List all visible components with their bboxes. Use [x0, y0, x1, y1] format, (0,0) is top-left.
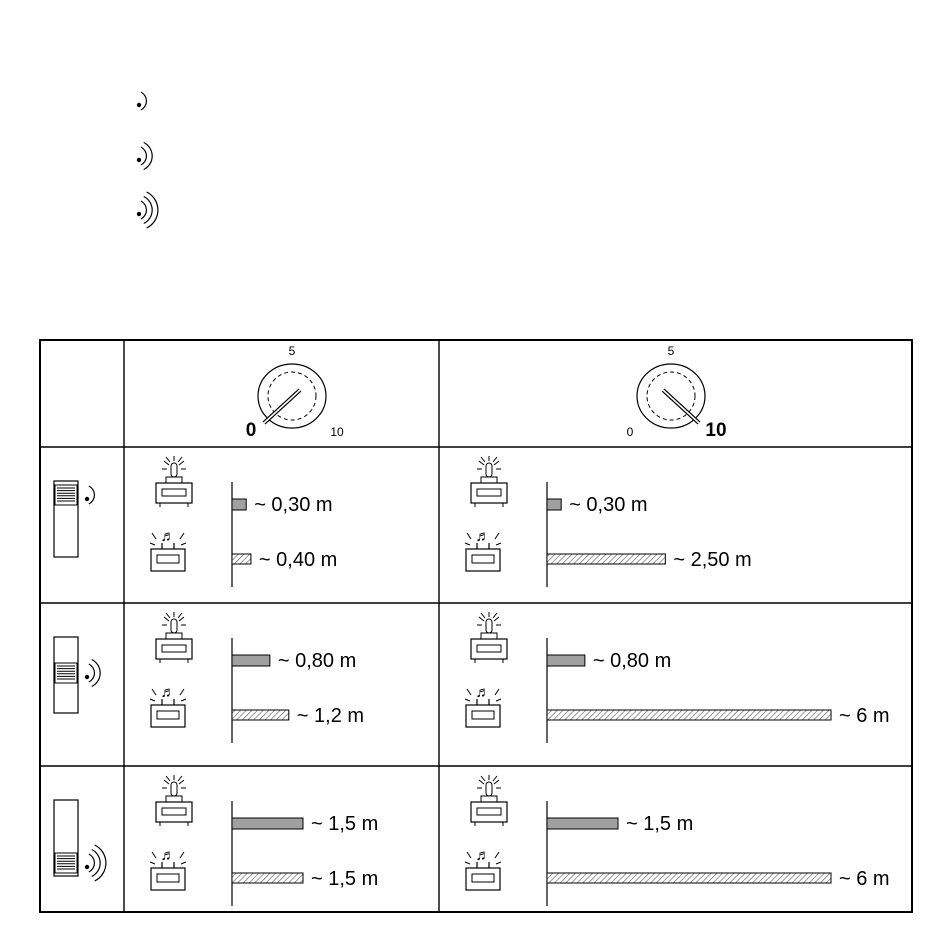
chime-receiver-icon: ♬	[150, 847, 186, 890]
dial-setting-max: 5 0 10	[627, 344, 727, 441]
chime-receiver-icon: ♬	[150, 684, 186, 727]
sound-range-bar	[547, 554, 665, 564]
music-note-icon: ♬	[161, 684, 176, 701]
chime-receiver-icon: ♬	[465, 684, 501, 727]
signal-1-icon	[85, 486, 95, 504]
music-note-icon: ♬	[476, 684, 491, 701]
dial-label-top: 5	[289, 344, 296, 358]
lamp-receiver-icon	[156, 775, 192, 826]
light-range-bar	[232, 655, 270, 666]
sound-range-label: ~ 6 m	[839, 705, 890, 727]
signal-2-icon	[85, 660, 100, 687]
transmitter-level-1	[54, 481, 94, 557]
light-range-label: ~ 0,30 m	[569, 494, 647, 516]
music-note-icon: ♬	[161, 528, 176, 545]
sound-range-bar	[547, 710, 831, 720]
range-cell: ♬ ~ 0,80 m ~ 6 m	[465, 612, 890, 743]
range-cell: ♬ ~ 1,5 m ~ 6 m	[465, 775, 890, 906]
transmitter-level-3	[54, 800, 106, 881]
sound-range-bar	[232, 873, 303, 883]
sound-range-bar	[547, 873, 831, 883]
range-cell: ♬ ~ 0,80 m ~ 1,2 m	[150, 612, 364, 743]
range-cell: ♬ ~ 0,30 m ~ 2,50 m	[465, 456, 752, 587]
sound-range-bar	[232, 554, 251, 564]
sound-range-label: ~ 0,40 m	[259, 549, 337, 571]
light-range-bar	[232, 818, 303, 829]
dial-label-min: 0	[627, 425, 634, 439]
dial-label-max: 10	[705, 420, 726, 441]
light-range-label: ~ 0,80 m	[593, 650, 671, 672]
lamp-receiver-icon	[471, 775, 507, 826]
music-note-icon: ♬	[476, 528, 491, 545]
music-note-icon: ♬	[161, 847, 176, 864]
light-range-bar	[232, 499, 246, 510]
range-table: 5 0 10 5 0 10 ♬ ~ 0,30 m ~ 0,40 m ♬ ~ 0,30 m ~ 2,50…	[40, 340, 912, 912]
range-cell: ♬ ~ 0,30 m ~ 0,40 m	[150, 456, 337, 587]
dial-label-max: 10	[330, 425, 344, 439]
dial-label-min: 0	[246, 420, 257, 441]
chime-receiver-icon: ♬	[150, 528, 186, 571]
light-range-label: ~ 1,5 m	[311, 813, 378, 835]
chime-receiver-icon: ♬	[465, 847, 501, 890]
sound-range-label: ~ 2,50 m	[673, 549, 751, 571]
light-range-bar	[547, 499, 561, 510]
signal-3-icon	[85, 845, 106, 881]
signal-strong-icon	[137, 192, 158, 228]
lamp-receiver-icon	[156, 612, 192, 663]
dial-setting-min: 5 0 10	[246, 344, 344, 441]
signal-medium-icon	[137, 143, 152, 170]
light-range-label: ~ 0,80 m	[278, 650, 356, 672]
transmitter-level-2	[54, 637, 100, 713]
sound-range-bar	[232, 710, 289, 720]
lamp-receiver-icon	[156, 456, 192, 507]
signal-weak-icon	[137, 92, 147, 110]
range-cell: ♬ ~ 1,5 m ~ 1,5 m	[150, 775, 378, 906]
chime-receiver-icon: ♬	[465, 528, 501, 571]
sensitivity-legend	[137, 92, 158, 228]
light-range-label: ~ 0,30 m	[254, 494, 332, 516]
light-range-bar	[547, 818, 618, 829]
music-note-icon: ♬	[476, 847, 491, 864]
sound-range-label: ~ 1,2 m	[297, 705, 364, 727]
sound-range-label: ~ 6 m	[839, 868, 890, 890]
light-range-bar	[547, 655, 585, 666]
light-range-label: ~ 1,5 m	[626, 813, 693, 835]
sound-range-label: ~ 1,5 m	[311, 868, 378, 890]
lamp-receiver-icon	[471, 612, 507, 663]
lamp-receiver-icon	[471, 456, 507, 507]
dial-label-top: 5	[668, 344, 675, 358]
